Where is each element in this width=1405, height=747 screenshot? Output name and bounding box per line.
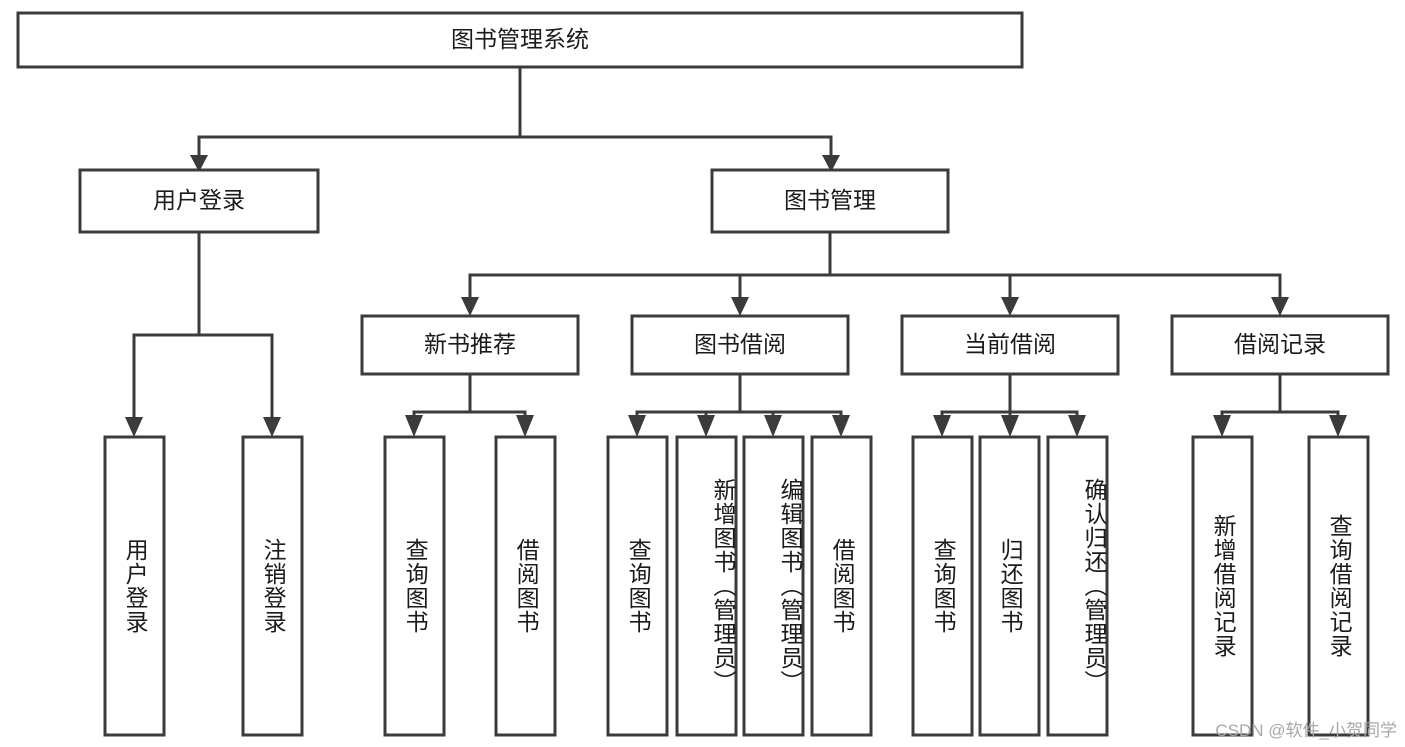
arrow-head-newbook [461,297,479,316]
arrow-head-leaf-2 [263,417,281,437]
arrow-head-bookmgmt [822,155,840,172]
arrow-head-leaf-9 [933,415,951,437]
node-newbook-box[interactable] [360,314,580,376]
arrow-head-leaf-12 [1213,415,1231,437]
node-current-box[interactable] [900,314,1120,376]
node-leaf-13-box[interactable] [1307,435,1370,737]
arrow-head-leaf-13 [1329,415,1347,437]
node-leaf-7-box[interactable] [742,435,805,737]
node-leaf-2-box[interactable] [241,435,304,737]
watermark-text: CSDN @软件_小贺同学 [1215,721,1397,740]
node-borrow-box[interactable] [630,314,850,376]
node-leaf-9-box[interactable] [911,435,974,737]
arrow-head-leaf-10 [1001,415,1019,437]
arrow-head-leaf-8 [832,415,850,437]
node-leaf-12-box[interactable] [1191,435,1254,737]
arrow-head-leaf-7 [764,415,782,437]
arrow-head-login [190,155,208,172]
node-newbook-label: 新书推荐 [424,331,516,357]
node-root[interactable]: 图书管理系统 [16,11,1024,69]
arrow-head-leaf-4 [516,415,534,437]
arrow-head-records [1271,297,1289,316]
node-layer: 图书管理系统 用户登录 图书管理 新书推荐 图书借阅 当前 [16,11,1390,737]
node-leaf-8-box[interactable] [810,435,873,737]
arrow-head-leaf-6 [697,415,715,437]
node-leaf-5-box[interactable] [606,435,669,737]
node-root-box[interactable] [16,11,1024,69]
leaf-box-layer [103,435,1370,737]
arrow-head-leaf-5 [628,415,646,437]
node-leaf-10-box[interactable] [978,435,1041,737]
node-borrow-label: 图书借阅 [694,331,786,357]
node-newbook[interactable]: 新书推荐 [360,314,580,376]
connector-layer [125,65,1347,437]
node-leaf-4-box[interactable] [494,435,557,737]
node-current[interactable]: 当前借阅 [900,314,1120,376]
node-current-label: 当前借阅 [964,331,1056,357]
node-borrow[interactable]: 图书借阅 [630,314,850,376]
node-bookmgmt-box[interactable] [710,168,950,234]
node-login[interactable]: 用户登录 [78,168,320,234]
node-bookmgmt-label: 图书管理 [784,187,876,213]
node-login-box[interactable] [78,168,320,234]
node-records-label: 借阅记录 [1234,331,1326,357]
node-login-label: 用户登录 [153,187,245,213]
arrow-head-current [1001,297,1019,316]
node-leaf-6-box[interactable] [675,435,738,737]
node-bookmgmt[interactable]: 图书管理 [710,168,950,234]
arrow-head-leaf-3 [405,415,423,437]
node-leaf-3-box[interactable] [383,435,446,737]
node-root-label: 图书管理系统 [451,26,589,52]
node-leaf-11-box[interactable] [1046,435,1109,737]
node-leaf-1-box[interactable] [103,435,166,737]
node-records-box[interactable] [1170,314,1390,376]
arrow-head-borrow [731,297,749,316]
arrow-head-leaf-1 [125,417,143,437]
arrow-head-leaf-11 [1068,415,1086,437]
node-records[interactable]: 借阅记录 [1170,314,1390,376]
